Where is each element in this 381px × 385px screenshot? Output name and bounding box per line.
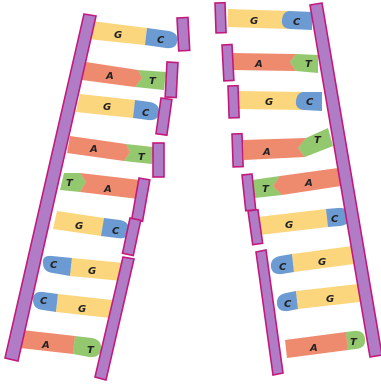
left-base-pair-2-outer-letter: A	[105, 71, 114, 82]
left-base-pair-9-inner-letter: T	[87, 345, 95, 356]
left-base-pair-9-outer-letter: A	[41, 340, 50, 351]
left-base-pair-4-inner-letter: T	[138, 152, 146, 163]
right-base-pair-5-inner-letter: T	[262, 184, 270, 195]
right-dna-strand: G C A T G C A T T A	[215, 3, 381, 375]
left-base-pair-8-outer-letter: C	[40, 296, 48, 307]
right-base-pair-8-outer-letter: G	[326, 294, 334, 305]
right-short-backbone-3	[228, 86, 239, 118]
right-base-pair-8-inner-letter: C	[284, 299, 292, 310]
right-base-pair-6-outer-letter: C	[331, 214, 339, 225]
right-short-backbone-2	[222, 44, 234, 80]
left-base-pair-1-inner-letter: C	[157, 35, 165, 46]
left-base-pair-7-inner-base	[70, 258, 124, 281]
left-base-pair-3-inner-letter: C	[142, 108, 150, 119]
left-base-pair-5: T A	[60, 173, 140, 199]
right-base-pair-2: A T	[232, 53, 318, 73]
left-base-pair-8: C G	[33, 292, 112, 318]
right-base-pair-1: G C	[228, 9, 312, 30]
left-base-pair-4-outer-base	[67, 136, 130, 161]
left-short-backbone-4	[153, 143, 164, 177]
right-base-pair-4-inner-letter: A	[262, 147, 271, 158]
right-short-backbone-4	[232, 134, 243, 167]
right-base-pair-5: T A	[252, 168, 341, 198]
right-base-pair-7-outer-letter: G	[318, 257, 326, 268]
left-base-pair-4: A T	[67, 136, 153, 164]
right-base-pair-4-outer-letter: T	[314, 135, 322, 146]
left-base-pair-1: G C	[88, 21, 177, 48]
right-base-pair-2-outer-letter: T	[305, 59, 313, 70]
left-base-pair-7: C G	[43, 256, 124, 281]
right-base-pair-5-outer-letter: A	[304, 178, 313, 189]
left-base-pair-1-outer-letter: G	[114, 30, 122, 41]
right-base-pair-9-outer-letter: T	[350, 337, 358, 348]
left-base-pair-3-outer-letter: G	[103, 102, 111, 113]
left-base-pair-2: A T	[82, 62, 166, 90]
left-base-pair-4-outer-letter: A	[89, 144, 98, 155]
right-base-pair-9-inner-letter: A	[309, 343, 318, 354]
right-base-pair-3-inner-letter: G	[265, 97, 273, 108]
left-base-pair-6-inner-letter: C	[112, 226, 120, 237]
right-base-pair-8: C G	[277, 284, 360, 311]
right-short-backbone-6	[248, 210, 263, 245]
right-base-pair-2-inner-base	[232, 53, 296, 71]
left-base-pair-6: G C	[53, 211, 129, 238]
left-dna-strand: G C A T G C A T T A	[5, 14, 190, 380]
right-base-pair-1-inner-base	[228, 9, 290, 29]
right-base-pair-2-inner-letter: A	[254, 59, 263, 70]
left-base-pair-5-outer-letter: T	[66, 178, 74, 189]
left-short-backbone-2	[165, 62, 178, 98]
right-base-pair-4-inner-base	[243, 138, 306, 160]
left-short-backbone-1	[177, 17, 190, 51]
left-base-pair-7-inner-letter: G	[88, 266, 96, 277]
right-base-pair-4: A T	[243, 128, 333, 160]
left-base-pair-2-inner-letter: T	[149, 76, 157, 87]
right-short-backbone-5	[242, 174, 256, 211]
right-short-backbone-1	[215, 3, 226, 33]
left-short-backbone-3	[156, 98, 172, 135]
left-base-pair-9: A T	[20, 330, 101, 357]
left-base-pair-5-inner-letter: A	[103, 184, 112, 195]
left-base-pair-7-outer-letter: C	[50, 260, 58, 271]
right-base-pair-9: A T	[285, 331, 365, 358]
left-base-pair-7-outer-base	[43, 256, 72, 276]
right-base-pair-6: G C	[258, 208, 349, 235]
right-base-pair-3-outer-letter: C	[306, 97, 314, 108]
right-base-pair-7: C G	[271, 246, 354, 274]
right-base-pair-1-outer-letter: C	[293, 17, 301, 28]
left-base-pair-8-inner-letter: G	[78, 304, 86, 315]
right-base-pair-3: G C	[238, 91, 322, 111]
left-base-pair-6-outer-letter: G	[75, 221, 83, 232]
right-base-pair-6-inner-letter: G	[285, 220, 293, 231]
right-base-pair-7-inner-letter: C	[279, 262, 287, 273]
right-base-pair-1-inner-letter: G	[250, 16, 258, 27]
left-base-pair-3: G C	[76, 94, 159, 120]
